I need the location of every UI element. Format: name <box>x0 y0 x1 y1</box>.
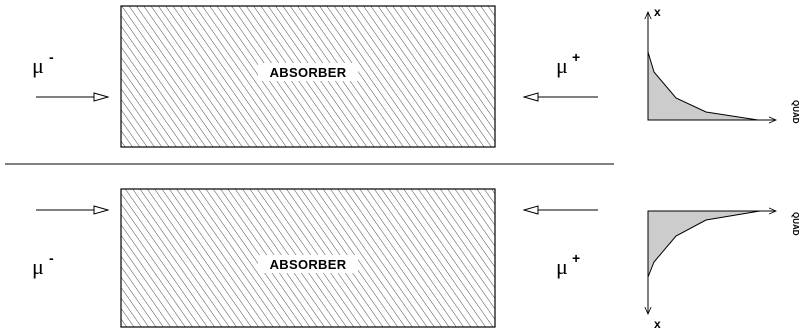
top-plot-quantity-label: QUAD <box>791 100 800 124</box>
bottom-mu-plus-sign: + <box>572 250 580 266</box>
top-plot-x-label: x <box>654 5 661 19</box>
bottom-mu-minus-symbol: μ <box>32 254 44 279</box>
top-absorber-label: ABSORBER <box>270 65 347 80</box>
top-absorber-label-bg <box>258 63 358 81</box>
top-distribution-area <box>647 51 759 121</box>
bottom-distribution-area <box>647 210 761 278</box>
top-scenario: ABSORBER μ - μ + x QUAD <box>32 5 800 148</box>
top-mu-minus-sign: - <box>49 49 54 65</box>
top-mu-plus-sign: + <box>572 49 580 65</box>
bottom-mu-minus-sign: - <box>49 250 54 266</box>
bottom-mu-plus-symbol: μ <box>556 254 568 279</box>
bottom-scenario: ABSORBER μ - μ + x QUAD <box>32 188 800 331</box>
bottom-absorber-label: ABSORBER <box>270 257 347 272</box>
top-mu-plus-symbol: μ <box>556 53 568 78</box>
bottom-absorber-label-bg <box>258 255 358 273</box>
top-mu-minus-symbol: μ <box>32 53 44 78</box>
bottom-plot-quantity-label: QUAD <box>791 212 800 236</box>
bottom-plot-x-label: x <box>654 317 661 331</box>
